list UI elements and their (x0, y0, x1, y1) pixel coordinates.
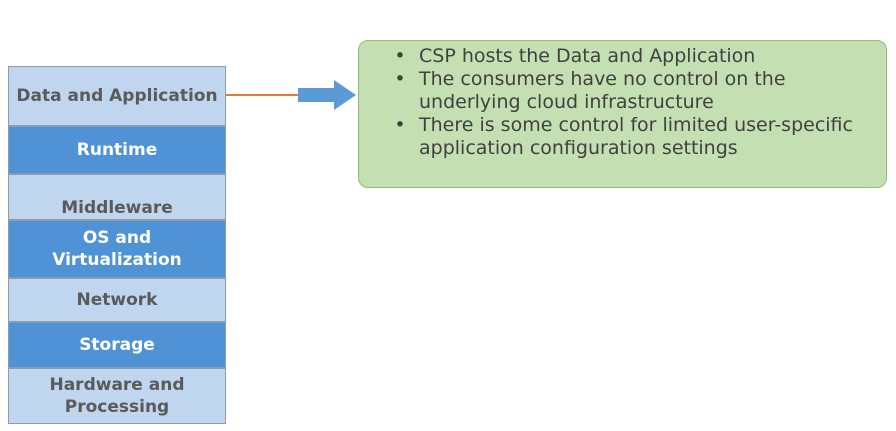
layer-storage: Storage (8, 322, 226, 368)
layer-label: Runtime (76, 140, 158, 160)
list-item: • CSP hosts the Data and Application (393, 45, 872, 68)
layer-hardware-and-processing: Hardware and Processing (8, 368, 226, 424)
list-item: • There is some control for limited user… (393, 114, 872, 160)
right-arrow-icon (298, 80, 356, 110)
layer-network: Network (8, 278, 226, 322)
layer-label: Storage (79, 335, 155, 355)
bullet-list: • CSP hosts the Data and Application • T… (393, 45, 872, 160)
layer-runtime: Runtime (8, 126, 226, 174)
connector-line (226, 94, 298, 96)
bullet-text: CSP hosts the Data and Application (419, 45, 756, 67)
bullet-text: The consumers have no control on the und… (419, 68, 786, 113)
layer-label: OS and Virtualization (52, 228, 182, 270)
bullet-icon: • (394, 68, 406, 90)
layer-label: Network (76, 290, 158, 310)
bullet-icon: • (394, 114, 406, 136)
layer-os-and-virtualization: OS and Virtualization (8, 220, 226, 278)
service-stack: Data and Application Runtime Middleware … (8, 66, 228, 424)
bullet-text: There is some control for limited user-s… (419, 114, 853, 159)
description-callout: • CSP hosts the Data and Application • T… (358, 40, 887, 188)
layer-label: Data and Application (16, 86, 218, 106)
bullet-icon: • (394, 45, 406, 67)
list-item: • The consumers have no control on the u… (393, 68, 872, 114)
layer-middleware: Middleware (8, 174, 226, 220)
layer-data-and-application: Data and Application (8, 66, 226, 126)
layer-label: Middleware (61, 198, 173, 218)
layer-label: Hardware and Processing (49, 375, 185, 417)
